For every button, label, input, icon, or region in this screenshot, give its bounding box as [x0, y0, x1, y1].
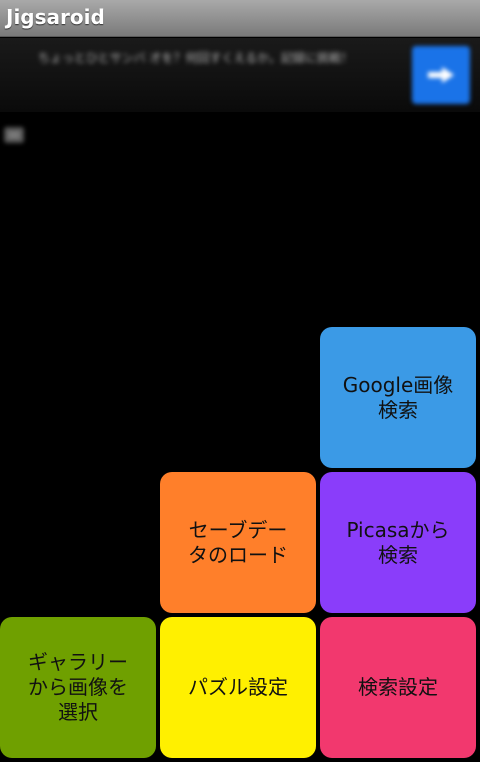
load-save-data-button[interactable]: セーブデー タのロード	[160, 472, 316, 613]
ad-banner[interactable]: ちょっとひとサンバ 才を？何回すくえるか。記録に挑戦！	[0, 38, 480, 143]
search-settings-label: 検索設定	[358, 675, 438, 699]
app-title: Jigsaroid	[6, 5, 105, 29]
picasa-search-label: Picasaから 検索	[346, 517, 450, 567]
gallery-select-image-button[interactable]: ギャラリー から画像を 選択	[0, 617, 156, 758]
puzzle-settings-label: パズル設定	[188, 675, 288, 699]
ad-info-icon[interactable]	[2, 124, 28, 146]
puzzle-settings-button[interactable]: パズル設定	[160, 617, 316, 758]
picasa-search-button[interactable]: Picasaから 検索	[320, 472, 476, 613]
search-settings-button[interactable]: 検索設定	[320, 617, 476, 758]
arrow-right-icon	[428, 67, 454, 83]
google-image-search-label: Google画像 検索	[342, 372, 454, 422]
ad-arrow-button[interactable]	[412, 46, 470, 104]
load-save-data-label: セーブデー タのロード	[188, 517, 288, 567]
gallery-select-image-label: ギャラリー から画像を 選択	[28, 650, 128, 724]
title-bar: Jigsaroid	[0, 0, 480, 37]
ad-text: ちょっとひとサンバ 才を？何回すくえるか。記録に挑戦！	[38, 51, 353, 65]
google-image-search-button[interactable]: Google画像 検索	[320, 327, 476, 468]
